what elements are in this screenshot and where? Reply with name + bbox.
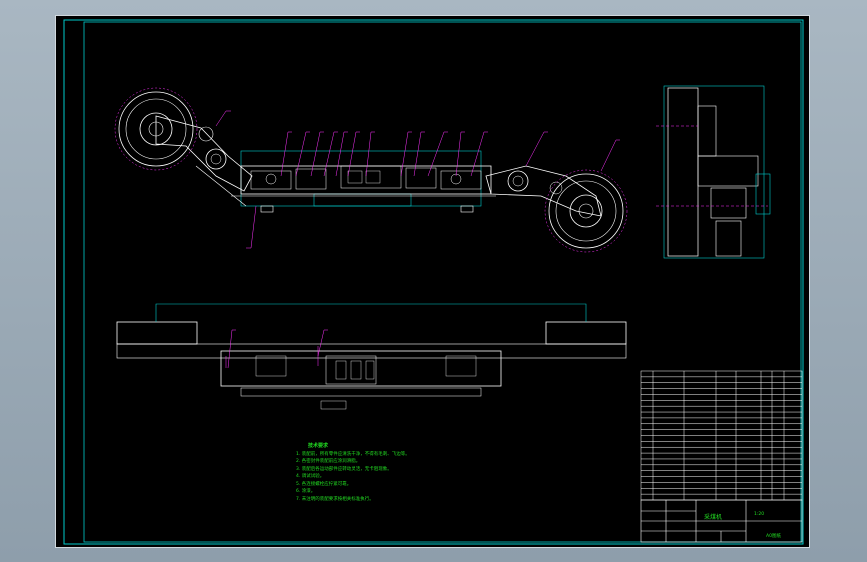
requirement-line: 7. 未注明的装配要求按相关标准执行。 <box>296 496 374 502</box>
shearer-side-view <box>114 87 628 253</box>
left-ranging-arm <box>155 115 253 207</box>
cad-drawing <box>63 19 804 545</box>
requirement-line: 2. 各密封件装配前应涂润滑脂。 <box>296 459 361 464</box>
requirement-line: 1. 装配前，所有零件应清洗干净，不得有毛刺、飞边等。 <box>296 451 410 457</box>
drawing-sheet: A0图纸 <box>766 534 781 539</box>
technical-requirements-title: 技术要求 <box>308 443 329 449</box>
part-leaders-top <box>215 110 620 249</box>
requirement-line: 3. 装配后各运动部件应转动灵活，无卡阻现象。 <box>296 466 392 472</box>
cad-drawing-viewport[interactable]: 技术要求 1. 装配前，所有零件应清洗干净，不得有毛刺、飞边等。 2. 各密封件… <box>55 15 810 548</box>
drawing-frame-inner <box>83 21 802 543</box>
requirement-line: 6. 涂漆。 <box>296 489 316 494</box>
right-ranging-arm <box>485 165 602 217</box>
shearer-plan-view <box>116 303 627 410</box>
requirement-line: 4. 调试试验。 <box>296 474 325 479</box>
shearer-end-view <box>656 85 771 259</box>
technical-requirements: 技术要求 1. 装配前，所有零件应清洗干净，不得有毛刺、飞边等。 2. 各密封件… <box>296 443 496 503</box>
title-block <box>640 499 803 543</box>
drawing-name: 采煤机 <box>704 514 723 521</box>
parts-list-table <box>640 370 803 501</box>
drawing-frame-outer <box>63 19 804 545</box>
requirement-line: 5. 各连接螺栓应拧紧可靠。 <box>296 481 352 487</box>
right-cutting-drum <box>544 169 628 253</box>
machine-body <box>231 165 496 213</box>
drawing-scale: 1:20 <box>754 512 765 517</box>
